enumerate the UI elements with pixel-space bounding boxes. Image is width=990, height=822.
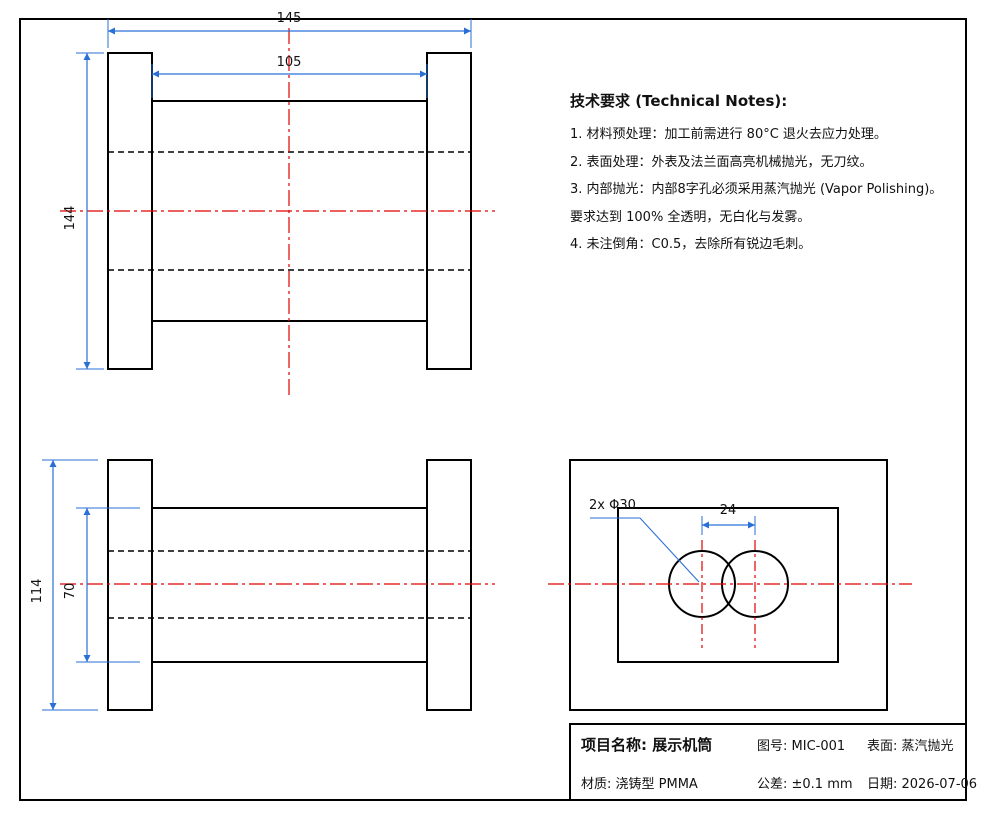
title-block: 项目名称: 展示机筒 图号: MIC-001 表面: 蒸汽抛光 材质: 浇铸型 … xyxy=(569,723,978,801)
hole-callout-leader xyxy=(590,517,700,583)
side-view xyxy=(60,459,495,711)
dim-105-text: 105 xyxy=(277,55,302,70)
dim-70-text: 70 xyxy=(63,583,78,600)
project-name-cell: 项目名称: 展示机筒 xyxy=(581,735,713,754)
note-line-1: 1. 材料预处理：加工前需进行 80°C 退火去应力处理。 xyxy=(570,127,887,142)
surface-cell: 表面: 蒸汽抛光 xyxy=(867,738,954,754)
dim-145-text: 145 xyxy=(277,11,302,26)
dim-144-text: 144 xyxy=(63,206,78,231)
dim-114-text: 114 xyxy=(30,579,45,604)
front-dimensions: 145 105 144 xyxy=(63,11,472,370)
end-body-outline xyxy=(617,507,839,663)
side-dimensions: 114 70 xyxy=(30,459,140,711)
material-cell: 材质: 浇铸型 PMMA xyxy=(581,776,698,792)
technical-notes: 技术要求 (Technical Notes): 1. 材料预处理：加工前需进行 … xyxy=(570,90,990,259)
note-line-4: 要求达到 100% 全透明，无白化与发雾。 xyxy=(570,209,811,225)
dim-24-text: 24 xyxy=(720,503,737,518)
date-cell: 日期: 2026-07-06 xyxy=(867,776,978,792)
drawing-frame xyxy=(19,18,967,801)
end-view: 24 2x Φ30 xyxy=(548,459,912,711)
note-line-5: 4. 未注倒角：C0.5，去除所有锐边毛刺。 xyxy=(570,237,812,252)
hole-callout-text: 2x Φ30 xyxy=(589,498,636,513)
technical-notes-title: 技术要求 (Technical Notes): xyxy=(570,92,788,110)
front-view xyxy=(60,28,495,395)
note-line-3: 3. 内部抛光：内部8字孔必须采用蒸汽抛光 (Vapor Polishing)。 xyxy=(570,182,943,197)
side-right-flange xyxy=(426,459,472,711)
note-line-2: 2. 表面处理：外表及法兰面高亮机械抛光，无刀纹。 xyxy=(570,154,873,170)
tolerance-cell: 公差: ±0.1 mm xyxy=(757,776,853,792)
side-left-flange xyxy=(107,459,153,711)
drawing-number-cell: 图号: MIC-001 xyxy=(757,738,846,754)
